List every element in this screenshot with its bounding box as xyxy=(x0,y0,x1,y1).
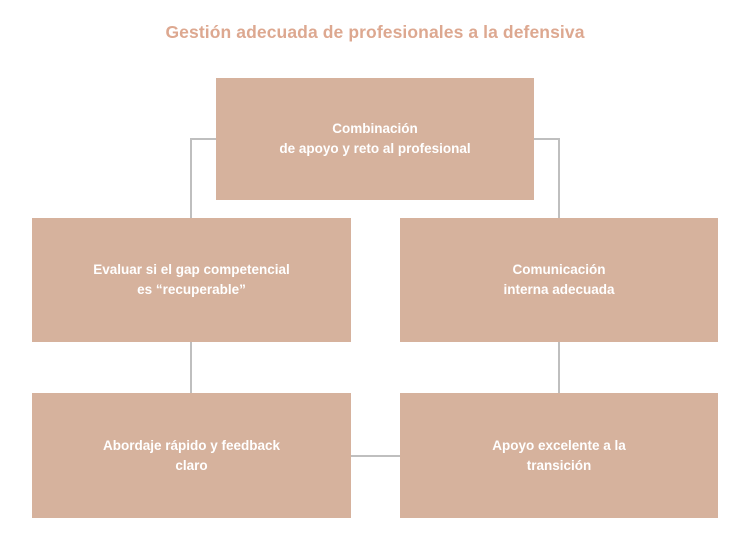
node-combinacion-apoyo-reto[interactable]: Combinación de apoyo y reto al profesion… xyxy=(216,78,534,200)
connector-mid-right-to-bottom-right xyxy=(558,342,560,394)
node-label: Apoyo excelente a la transición xyxy=(492,437,626,473)
node-label: Abordaje rápido y feedback claro xyxy=(102,437,281,473)
connector-top-to-mid-right-vertical xyxy=(558,138,560,219)
node-apoyo-excelente-transicion[interactable]: Apoyo excelente a la transición xyxy=(400,393,718,518)
node-label: Evaluar si el gap competencial es “recup… xyxy=(93,262,290,297)
connector-top-to-mid-right-horizontal xyxy=(532,138,560,140)
connector-top-to-mid-left-horizontal xyxy=(190,138,218,140)
connector-mid-left-to-bottom-left xyxy=(190,342,192,394)
page-title: Gestión adecuada de profesionales a la d… xyxy=(165,22,585,42)
node-label: Combinación de apoyo y reto al profesion… xyxy=(279,121,471,156)
connector-bottom-left-to-bottom-right xyxy=(351,455,400,457)
node-abordaje-rapido-feedback[interactable]: Abordaje rápido y feedback claro xyxy=(32,393,351,518)
connector-top-to-mid-left-vertical xyxy=(190,138,192,219)
node-label: Comunicación interna adecuada xyxy=(503,262,615,297)
node-comunicacion-interna[interactable]: Comunicación interna adecuada xyxy=(400,218,718,342)
node-evaluar-gap-competencial[interactable]: Evaluar si el gap competencial es “recup… xyxy=(32,218,351,342)
